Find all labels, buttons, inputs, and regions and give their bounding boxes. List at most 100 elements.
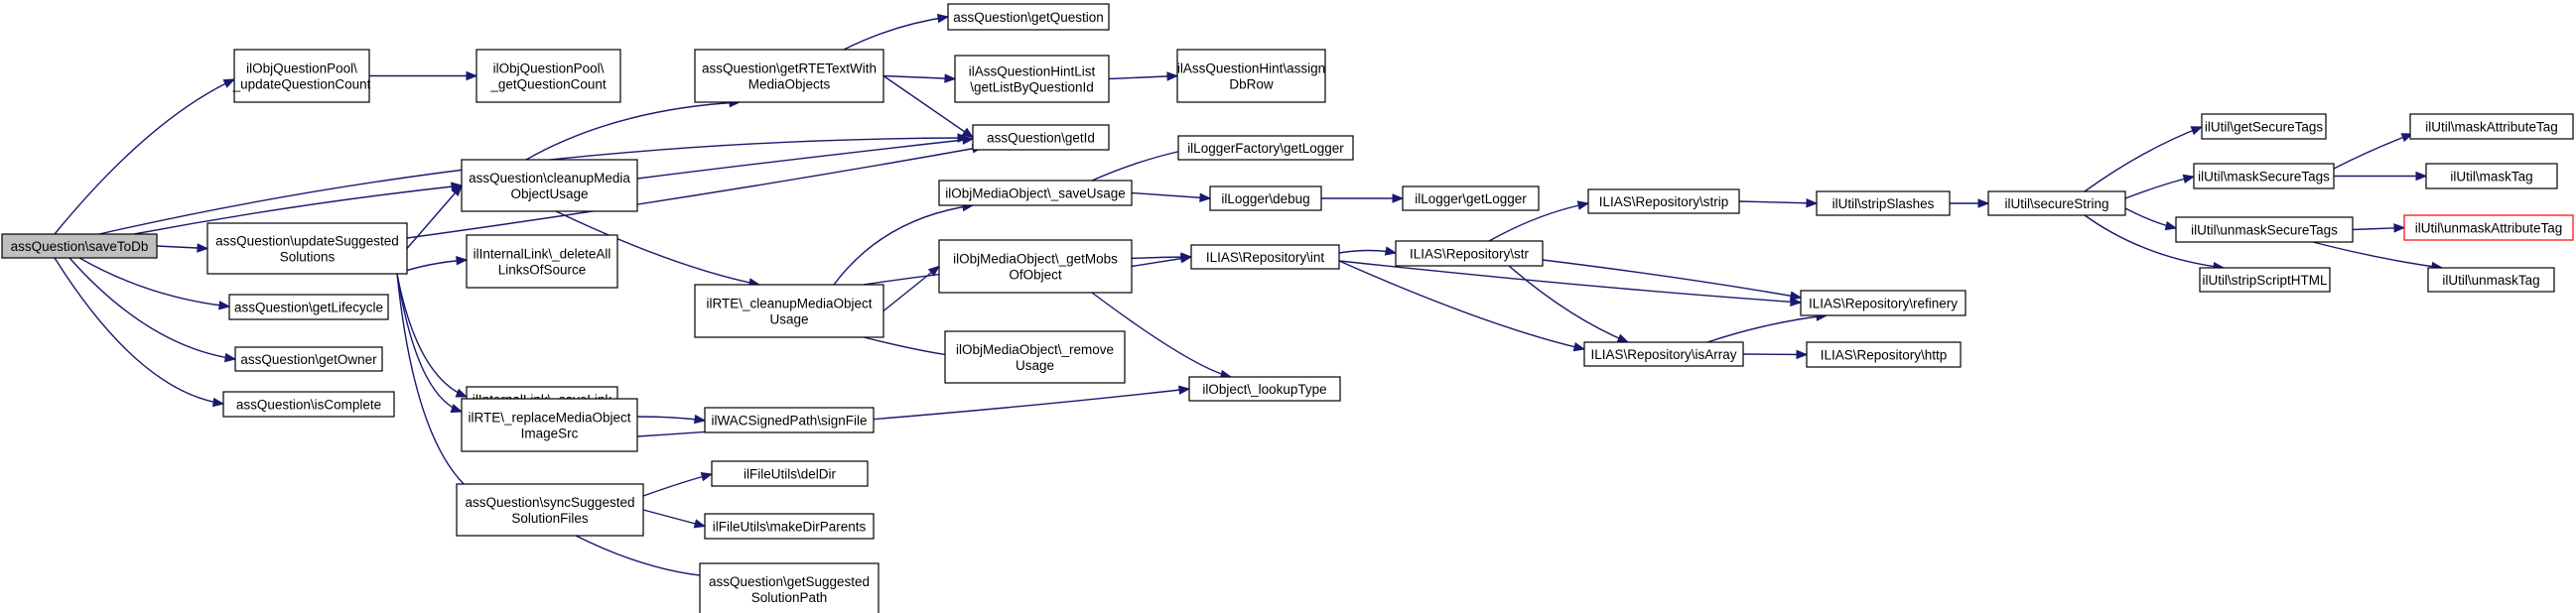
node-label: _updateQuestionCount	[232, 77, 371, 92]
node-label: ilRTE\_replaceMediaObject	[468, 411, 630, 426]
node-box	[1176, 49, 1326, 103]
node-box	[222, 391, 395, 418]
node-label: ilUtil\unmaskTag	[2442, 273, 2539, 288]
node-deldir[interactable]: ilFileUtils\delDir	[711, 460, 869, 487]
edge-root-to-complete	[54, 257, 225, 408]
node-label: ilLoggerFactory\getLogger	[1187, 141, 1344, 156]
node-loggerfactory[interactable]: ilLoggerFactory\getLogger	[1177, 135, 1354, 161]
node-str[interactable]: ILIAS\Repository\str	[1395, 240, 1544, 267]
node-label: DbRow	[1229, 77, 1274, 92]
edge-unmasksecuretags-to-unmasktag	[2312, 241, 2444, 272]
node-complete[interactable]: assQuestion\isComplete	[222, 391, 395, 418]
node-getid[interactable]: assQuestion\getId	[972, 124, 1110, 151]
node-root[interactable]: assQuestion\saveToDb	[1, 233, 158, 259]
node-box	[2425, 163, 2558, 189]
node-stripscripthtml[interactable]: ilUtil\stripScriptHTML	[2199, 267, 2331, 293]
node-wac[interactable]: ilWACSignedPath\signFile	[704, 407, 875, 433]
node-box	[2427, 267, 2555, 293]
node-strip[interactable]: ILIAS\Repository\strip	[1587, 188, 1740, 214]
node-isarray[interactable]: ILIAS\Repository\isArray	[1583, 341, 1744, 367]
node-box	[1, 233, 158, 259]
node-box	[938, 239, 1133, 294]
node-lookup[interactable]: ilObject\_lookupType	[1188, 376, 1341, 402]
node-box	[1209, 185, 1322, 211]
node-mkdir[interactable]: ilFileUtils\makeDirParents	[704, 513, 875, 540]
edge-int-to-refinery	[1338, 260, 1803, 306]
node-label: MediaObjects	[748, 77, 831, 92]
node-box	[2175, 216, 2354, 243]
edge-debug-to-getlogger	[1321, 193, 1405, 203]
edge-rte_repl-to-wac	[636, 414, 707, 425]
node-refinery[interactable]: ILIAS\Repository\refinery	[1800, 290, 1966, 316]
node-box	[466, 234, 618, 289]
node-owner[interactable]: assQuestion\getOwner	[234, 346, 383, 372]
edge-mo_save-to-debug	[1131, 191, 1212, 202]
node-label: assQuestion\isComplete	[236, 398, 381, 413]
node-unmaskattr[interactable]: ilUtil\unmaskAttributeTag	[2403, 214, 2574, 241]
node-masktag[interactable]: ilUtil\maskTag	[2425, 163, 2558, 189]
edge-updsugg-to-cleanup	[406, 184, 463, 249]
node-hintlist[interactable]: ilAssQuestionHintList\getListByQuestionI…	[954, 55, 1110, 103]
node-unmasktag[interactable]: ilUtil\unmaskTag	[2427, 267, 2555, 293]
node-http[interactable]: ILIAS\Repository\http	[1806, 341, 1962, 368]
node-box	[1177, 135, 1354, 161]
node-unmasksecuretags[interactable]: ilUtil\unmaskSecureTags	[2175, 216, 2354, 243]
node-label: ilUtil\stripScriptHTML	[2202, 273, 2328, 288]
node-label: ILIAS\Repository\int	[1206, 250, 1325, 265]
edge-securestring-to-unmasksecuretags	[2124, 207, 2178, 231]
node-box	[938, 180, 1133, 206]
node-getq[interactable]: assQuestion\getQuestion	[947, 3, 1110, 31]
node-box	[947, 3, 1110, 31]
node-upd_qc[interactable]: ilObjQuestionPool\_updateQuestionCount	[232, 49, 371, 103]
edge-rte-to-hintlist	[882, 73, 957, 83]
node-box	[1402, 185, 1540, 211]
edge-isarray-to-http	[1742, 349, 1809, 360]
node-label: ilObjQuestionPool\	[246, 61, 357, 76]
node-securestring[interactable]: ilUtil\secureString	[1987, 190, 2126, 216]
node-masksecuretags[interactable]: ilUtil\maskSecureTags	[2193, 163, 2335, 189]
node-box	[1587, 188, 1740, 214]
node-box	[2201, 113, 2327, 140]
node-label: ILIAS\Repository\http	[1821, 348, 1948, 363]
edge-isarray-to-refinery	[1706, 311, 1829, 343]
node-debug[interactable]: ilLogger\debug	[1209, 185, 1322, 211]
edge-root-to-updsugg	[156, 243, 209, 253]
node-label: Usage	[1016, 358, 1054, 373]
node-getlogger[interactable]: ilLogger\getLogger	[1402, 185, 1540, 211]
node-box	[228, 294, 389, 320]
node-box	[2409, 113, 2574, 140]
node-box	[1987, 190, 2126, 216]
edge-updsugg-to-il_save	[396, 273, 469, 398]
edge-upd_qc-to-get_qc	[369, 70, 478, 81]
edge-masksecuretags-to-masktag	[2334, 171, 2428, 182]
node-label: ilObjMediaObject\_remove	[956, 342, 1114, 357]
node-label: ilWACSignedPath\signFile	[711, 414, 867, 429]
node-label: ilObjMediaObject\_saveUsage	[945, 186, 1126, 201]
node-stripslashes[interactable]: ilUtil\stripSlashes	[1816, 190, 1951, 216]
node-getsecuretags[interactable]: ilUtil\getSecureTags	[2201, 113, 2327, 140]
node-lifecycle[interactable]: assQuestion\getLifecycle	[228, 294, 389, 320]
edge-syncsugg-to-deldir	[642, 472, 714, 497]
node-box	[1395, 240, 1544, 267]
node-int[interactable]: ILIAS\Repository\int	[1190, 244, 1340, 270]
node-get_qc[interactable]: ilObjQuestionPool\_getQuestionCount	[475, 49, 621, 103]
node-label: ilUtil\maskTag	[2450, 170, 2532, 184]
node-label: Solutions	[280, 250, 336, 265]
node-maskattr[interactable]: ilUtil\maskAttributeTag	[2409, 113, 2574, 140]
edge-cleanup-to-rte	[525, 97, 742, 161]
node-label: ilUtil\unmaskSecureTags	[2191, 223, 2338, 238]
node-label: OfObject	[1009, 268, 1062, 283]
node-mo_save[interactable]: ilObjMediaObject\_saveUsage	[938, 180, 1133, 206]
